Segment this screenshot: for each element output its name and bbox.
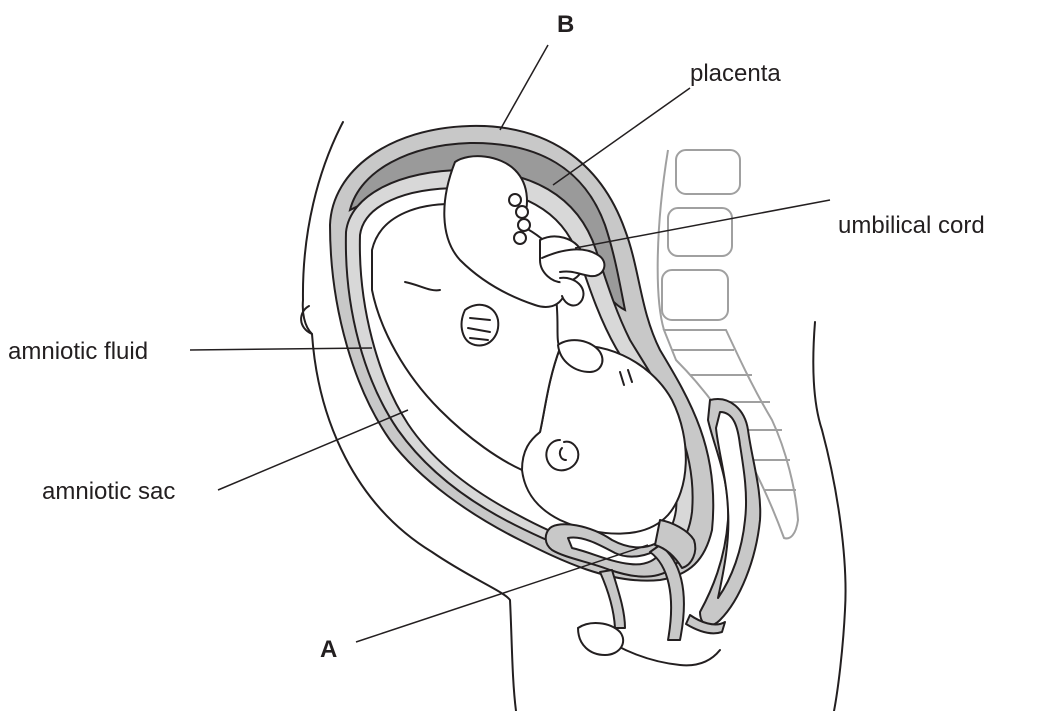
leader-b bbox=[500, 45, 548, 130]
label-amniotic-sac: amniotic sac bbox=[42, 480, 175, 504]
fetus-toe-4 bbox=[514, 232, 526, 244]
vertebra-1 bbox=[676, 150, 740, 194]
fetus-toe-3 bbox=[518, 219, 530, 231]
label-umbilical-cord: umbilical cord bbox=[838, 214, 985, 238]
label-a: A bbox=[320, 638, 337, 662]
label-b: B bbox=[557, 13, 574, 37]
fetus-toe-2 bbox=[516, 206, 528, 218]
mother-belly-bump bbox=[301, 306, 312, 334]
pubic-bone bbox=[578, 623, 623, 655]
vertebra-3 bbox=[662, 270, 728, 320]
label-amniotic-fluid: amniotic fluid bbox=[8, 340, 148, 364]
fetus-toe-1 bbox=[509, 194, 521, 206]
leader-amniotic-fluid bbox=[190, 348, 372, 350]
vertebra-2 bbox=[668, 208, 732, 256]
leader-amniotic-sac bbox=[218, 410, 408, 490]
leader-placenta bbox=[553, 88, 690, 185]
mother-front-outline bbox=[813, 322, 845, 711]
label-placenta: placenta bbox=[690, 62, 781, 86]
